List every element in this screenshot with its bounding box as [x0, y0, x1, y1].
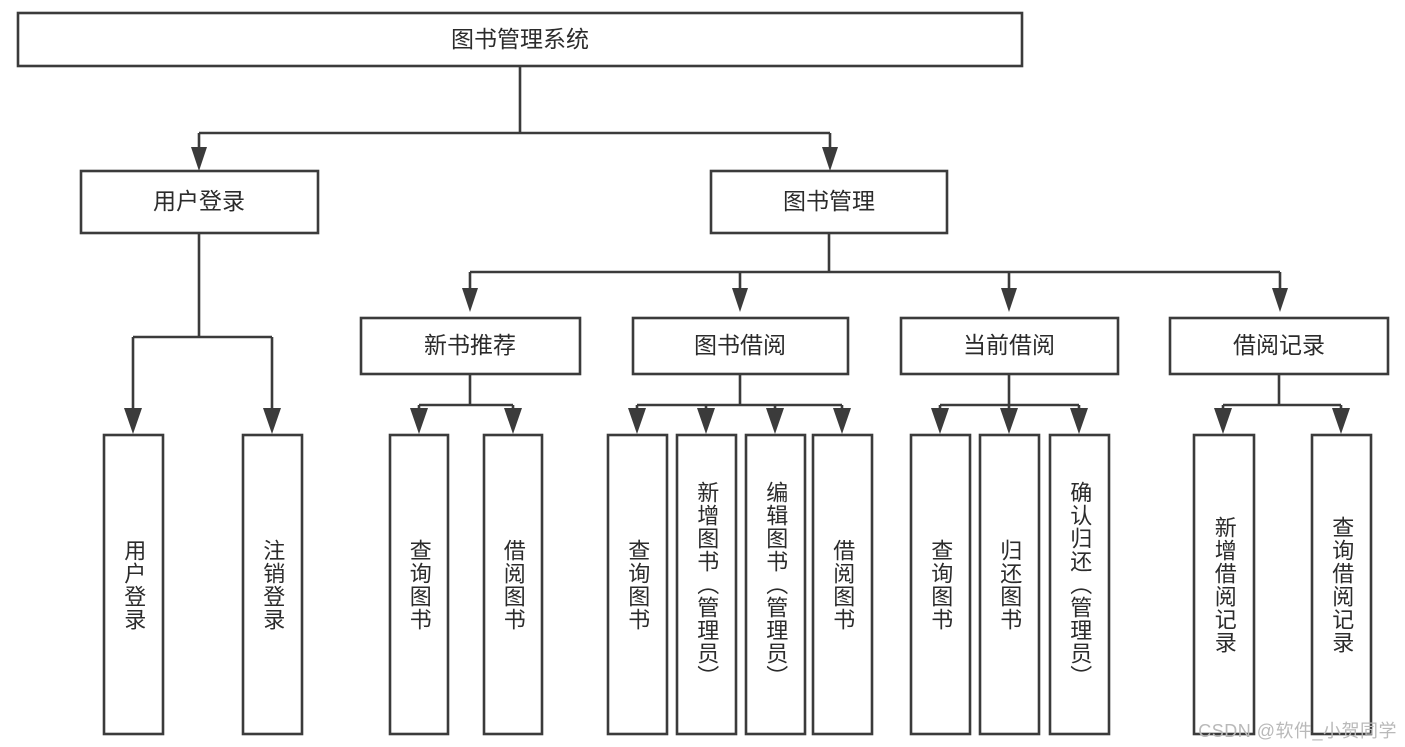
leaf-add-borrow-record[interactable]: 新增借阅记录	[1194, 435, 1254, 734]
leaf-logout[interactable]: 注销登录	[243, 435, 302, 734]
node-book-management[interactable]: 图书管理	[709, 169, 949, 235]
leaf-label-return-book: 归还图书	[997, 538, 1023, 631]
arrow-head-icon	[1070, 408, 1088, 434]
root-label: 图书管理系统	[451, 26, 589, 52]
connector-current-borrow-to-leaves	[931, 374, 1088, 434]
leaf-label-query-book-borrow: 查询图书	[625, 538, 651, 631]
leaf-label-add-borrow-record: 新增借阅记录	[1211, 515, 1237, 654]
leaf-boxes	[102, 433, 1373, 736]
leaf-query-borrow-record[interactable]: 查询借阅记录	[1312, 435, 1371, 734]
root-box[interactable]	[16, 11, 1024, 68]
leaf-box-add-borrow-record[interactable]	[1192, 433, 1256, 736]
leaf-label-user-login: 用户登录	[121, 538, 147, 631]
connector-user-login-to-leaves	[124, 233, 281, 434]
arrow-head-icon	[697, 408, 715, 434]
arrow-head-icon	[1000, 408, 1018, 434]
leaf-return-book[interactable]: 归还图书	[980, 435, 1039, 734]
arrow-head-icon	[410, 408, 428, 434]
connector-borrow-record-to-leaves	[1214, 374, 1350, 434]
leaf-query-book-current[interactable]: 查询图书	[911, 435, 970, 734]
leaf-borrow-book[interactable]: 借阅图书	[813, 435, 872, 734]
book-management-label: 图书管理	[783, 188, 875, 214]
current-borrow-label: 当前借阅	[963, 332, 1055, 358]
node-new-book-recommend[interactable]: 新书推荐	[359, 316, 582, 376]
arrow-head-icon	[191, 147, 207, 171]
leaf-label-confirm-return-admin: 确认归还（管理员）	[1067, 481, 1093, 688]
connector-new-book-recommend-to-leaves	[410, 374, 522, 434]
leaf-box-return-book[interactable]	[978, 433, 1041, 736]
arrow-head-icon	[931, 408, 949, 434]
arrow-head-icon	[263, 408, 281, 434]
connector-book-borrow-to-leaves	[628, 374, 851, 434]
leaf-user-login[interactable]: 用户登录	[104, 435, 163, 734]
leaf-label-borrow-book: 借阅图书	[830, 538, 856, 631]
leaf-box-edit-book-admin[interactable]	[744, 433, 807, 736]
leaf-box-add-book-admin[interactable]	[675, 433, 738, 736]
arrow-head-icon	[628, 408, 646, 434]
leaf-box-query-book-rec[interactable]	[388, 433, 450, 736]
arrow-head-icon	[1272, 288, 1288, 312]
leaf-box-query-book-borrow[interactable]	[606, 433, 669, 736]
node-root[interactable]: 图书管理系统	[16, 11, 1024, 68]
leaf-label-query-book-current: 查询图书	[928, 538, 954, 631]
leaf-query-book-rec[interactable]: 查询图书	[390, 435, 448, 734]
arrow-head-icon	[766, 408, 784, 434]
arrow-head-icon	[124, 408, 142, 434]
leaf-box-logout[interactable]	[241, 433, 304, 736]
leaf-confirm-return-admin[interactable]: 确认归还（管理员）	[1050, 435, 1109, 734]
node-current-borrow[interactable]: 当前借阅	[899, 316, 1120, 376]
leaf-label-logout: 注销登录	[260, 538, 286, 631]
watermark-text: CSDN @软件_小贺同学	[1198, 721, 1397, 741]
connector-book-management-to-level3	[462, 233, 1288, 312]
node-book-borrow[interactable]: 图书借阅	[631, 316, 850, 376]
leaf-label-add-book-admin: 新增图书（管理员）	[694, 481, 720, 688]
leaf-query-book-borrow[interactable]: 查询图书	[608, 435, 667, 734]
leaf-box-user-login[interactable]	[102, 433, 165, 736]
book-borrow-box[interactable]	[631, 316, 850, 376]
arrow-head-icon	[1001, 288, 1017, 312]
arrow-head-icon	[822, 147, 838, 171]
leaf-box-borrow-book-rec[interactable]	[482, 433, 544, 736]
leaf-add-book-admin[interactable]: 新增图书（管理员）	[677, 435, 736, 734]
leaf-label-query-borrow-record: 查询借阅记录	[1329, 515, 1355, 654]
leaf-box-query-borrow-record[interactable]	[1310, 433, 1373, 736]
arrow-head-icon	[462, 288, 478, 312]
leaf-label-edit-book-admin: 编辑图书（管理员）	[763, 481, 789, 688]
book-borrow-label: 图书借阅	[694, 332, 786, 358]
leaf-label-query-book-rec: 查询图书	[406, 538, 432, 631]
borrow-record-label: 借阅记录	[1233, 332, 1325, 358]
arrow-head-icon	[1214, 408, 1232, 434]
user-login-label: 用户登录	[153, 188, 245, 214]
leaf-box-query-book-current[interactable]	[909, 433, 972, 736]
leaf-box-confirm-return-admin[interactable]	[1048, 433, 1111, 736]
current-borrow-box[interactable]	[899, 316, 1120, 376]
connector-root-to-level2	[191, 66, 838, 171]
node-user-login[interactable]: 用户登录	[79, 169, 320, 235]
arrow-head-icon	[504, 408, 522, 434]
node-borrow-record[interactable]: 借阅记录	[1168, 316, 1390, 376]
leaf-borrow-book-rec[interactable]: 借阅图书	[484, 435, 542, 734]
arrow-head-icon	[833, 408, 851, 434]
new-book-recommend-box[interactable]	[359, 316, 582, 376]
leaf-label-borrow-book-rec: 借阅图书	[500, 538, 526, 631]
leaf-box-borrow-book[interactable]	[811, 433, 874, 736]
leaf-edit-book-admin[interactable]: 编辑图书（管理员）	[746, 435, 805, 734]
arrow-head-icon	[1332, 408, 1350, 434]
new-book-recommend-label: 新书推荐	[424, 332, 516, 358]
arrow-head-icon	[732, 288, 748, 312]
